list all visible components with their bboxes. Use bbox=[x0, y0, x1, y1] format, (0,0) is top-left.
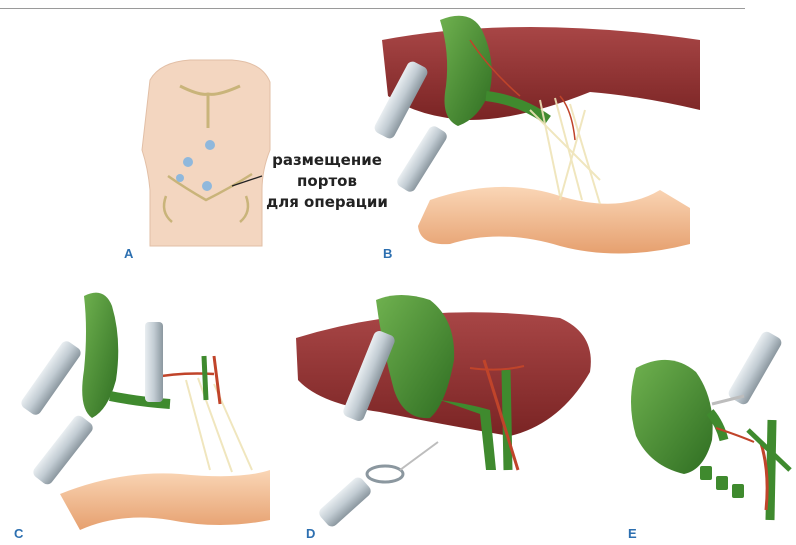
port-marker bbox=[205, 140, 215, 150]
panel-b-illustration bbox=[373, 16, 700, 254]
port-marker bbox=[183, 157, 193, 167]
panel-label-b: B bbox=[383, 246, 392, 261]
panel-a-torso bbox=[142, 60, 270, 246]
panel-label-d: D bbox=[306, 526, 315, 541]
instrument bbox=[712, 330, 784, 407]
port-marker bbox=[176, 174, 184, 182]
caption-line: портов bbox=[252, 171, 402, 192]
port-placement-caption: размещение портов для операции bbox=[252, 150, 402, 213]
port-marker bbox=[202, 181, 212, 191]
caption-line: размещение bbox=[252, 150, 402, 171]
caption-line: для операции bbox=[252, 192, 402, 213]
panel-e-illustration bbox=[631, 330, 790, 520]
panel-label-e: E bbox=[628, 526, 637, 541]
panel-label-a: A bbox=[124, 246, 133, 261]
panel-d-illustration bbox=[296, 295, 591, 529]
panel-label-c: C bbox=[14, 526, 23, 541]
panel-c-illustration bbox=[19, 293, 270, 530]
